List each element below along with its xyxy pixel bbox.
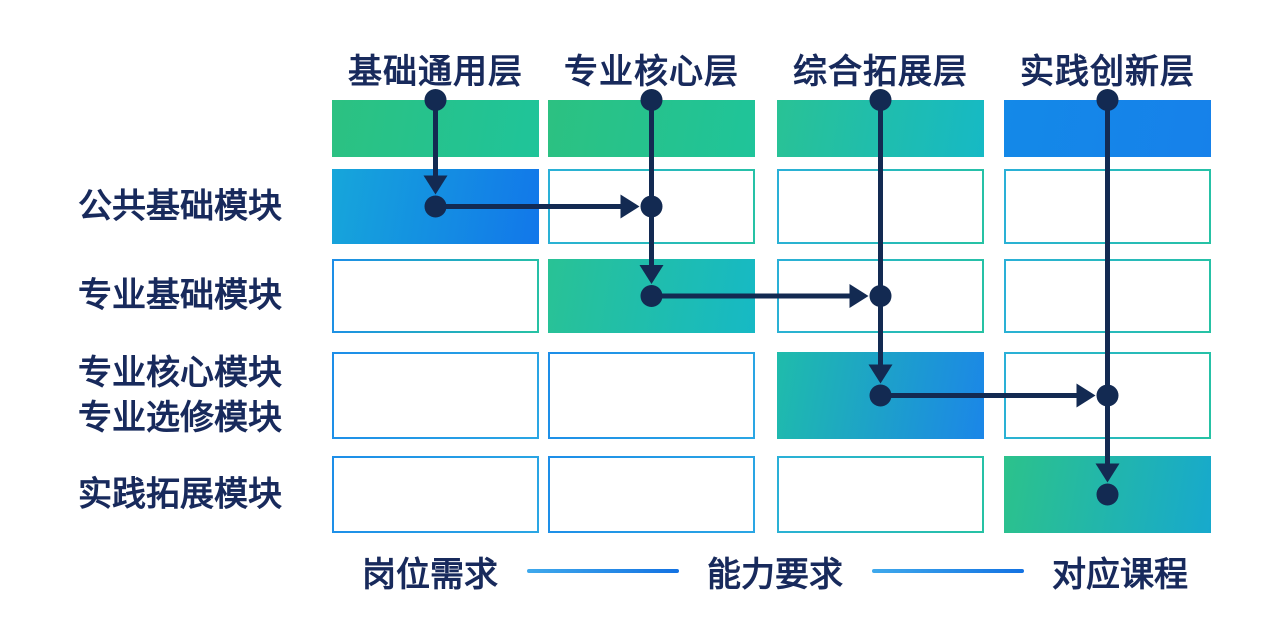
column-header-practice-innovation: 实践创新层 [1020, 53, 1195, 91]
legend: 岗位需求 能力要求 对应课程 [362, 549, 1188, 594]
module-cell-r3c2 [548, 352, 755, 439]
row-label-text: 公共基础模块 [78, 187, 282, 225]
layer-band-cell-c3 [777, 100, 984, 157]
legend-label-job-requirements: 岗位需求 [362, 555, 498, 594]
module-cell-r1c3 [777, 169, 984, 244]
layer-band-cell-c2 [548, 100, 755, 157]
module-cell-r1c1 [332, 169, 539, 244]
legend-connector-line [871, 569, 1024, 573]
row-label-professional-core-elective-module: 专业核心模块 专业选修模块 [78, 351, 282, 441]
module-cell-r3c1 [332, 352, 539, 439]
legend-label-corresponding-courses: 对应课程 [1052, 555, 1188, 594]
column-header-comprehensive-expansion: 综合拓展层 [793, 53, 968, 91]
row-label-text: 实践拓展模块 [78, 475, 282, 513]
row-label-text: 专业基础模块 [78, 276, 282, 315]
module-cell-r4c4 [1004, 456, 1211, 533]
row-label-public-basic-module: 公共基础模块 [78, 184, 282, 229]
module-cell-r3c3 [777, 352, 984, 439]
module-cell-r1c4 [1004, 169, 1211, 244]
module-cell-r4c2 [548, 456, 755, 533]
module-cell-r4c1 [332, 456, 539, 533]
layer-band-cell-c1 [332, 100, 539, 157]
row-label-text: 专业选修模块 [78, 398, 282, 437]
legend-label-ability-requirements: 能力要求 [707, 555, 843, 594]
row-label-professional-basic-module: 专业基础模块 [78, 274, 282, 319]
module-cell-r2c3 [777, 259, 984, 333]
module-cell-r4c3 [777, 456, 984, 533]
module-cell-r1c2 [548, 169, 755, 244]
column-header-professional-core: 专业核心层 [564, 53, 739, 91]
module-cell-r2c1 [332, 259, 539, 333]
row-label-text: 专业核心模块 [78, 353, 282, 392]
row-label-practice-expansion-module: 实践拓展模块 [78, 472, 282, 517]
legend-connector-line [526, 569, 679, 573]
module-cell-r2c2 [548, 259, 755, 333]
column-header-basic-general: 基础通用层 [348, 53, 523, 91]
module-cell-r3c4 [1004, 352, 1211, 439]
module-cell-r2c4 [1004, 259, 1211, 333]
layer-band-cell-c4 [1004, 100, 1211, 157]
